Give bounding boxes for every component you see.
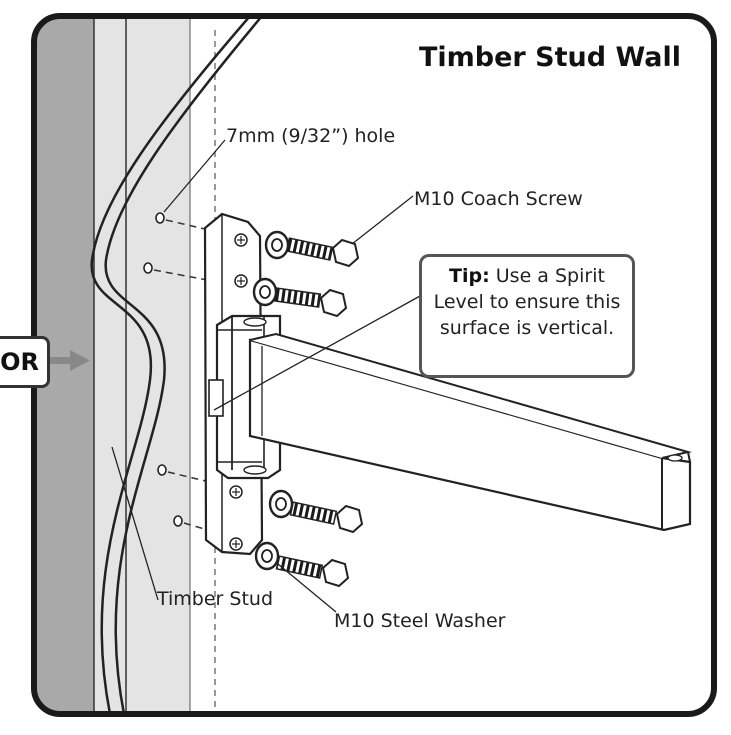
panel-title: Timber Stud Wall [418,42,681,73]
tip-prefix: Tip: [449,265,490,287]
coach-screw-4 [254,541,350,588]
pilot-holes [143,212,183,527]
tip-callout: Tip: Use a Spirit Level to ensure this s… [419,254,635,378]
cutaway-outline-outer [90,16,251,714]
timber-stud-face [94,16,190,714]
or-arrow [48,350,90,371]
coach-screw-1 [264,230,360,268]
coach-screw-3 [268,489,364,534]
hole-size-label: 7mm (9/32”) hole [226,125,396,147]
steel-washer-label: M10 Steel Washer [334,610,506,632]
tip-text: Use a Spirit Level to ensure this surfac… [433,265,621,339]
coach-screw-label: M10 Coach Screw [414,188,583,210]
leader-lines [111,139,421,613]
timber-stud-label: Timber Stud [157,588,274,610]
coach-screw-2 [252,277,348,318]
cutaway-outline-inner [104,16,263,714]
or-tag: OR [0,336,50,388]
support-arm [248,332,692,532]
